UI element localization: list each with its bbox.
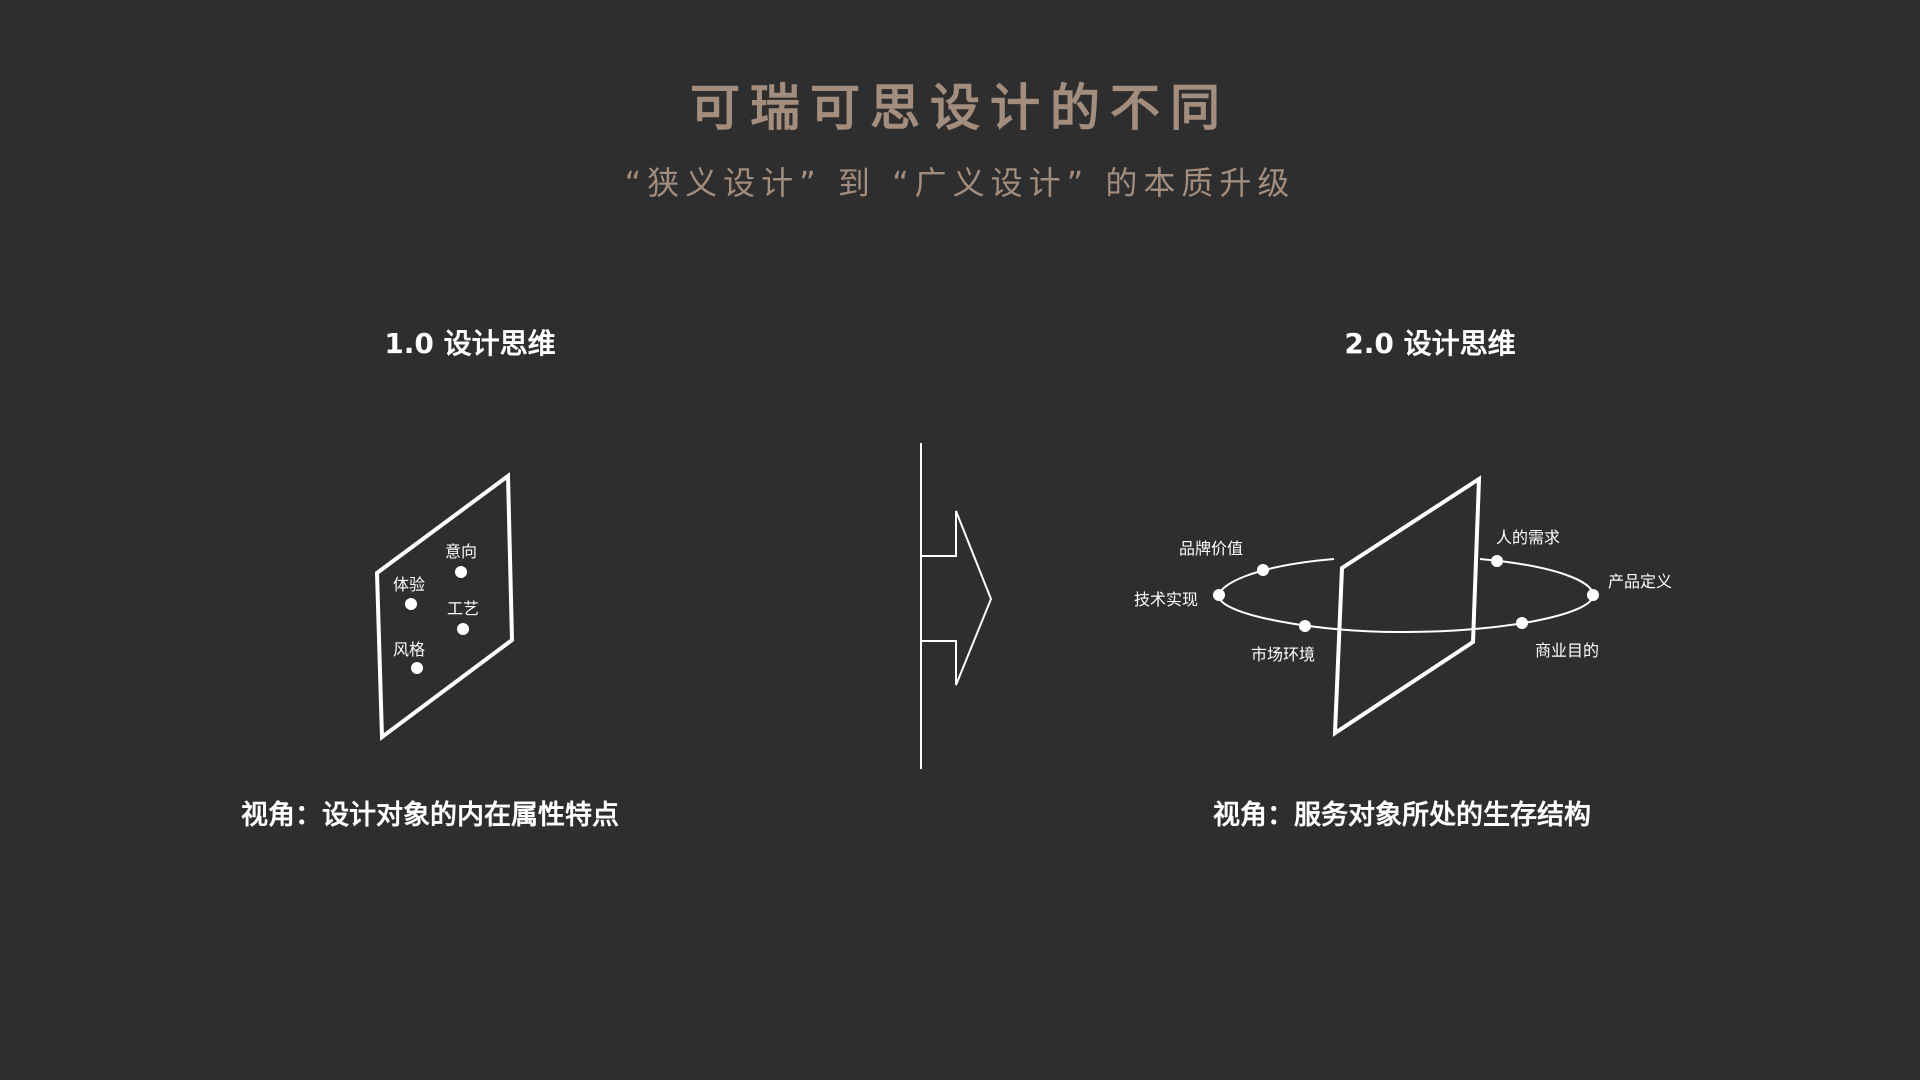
right-point-label-business: 商业目的 bbox=[1535, 641, 1599, 660]
left-point-label-intent: 意向 bbox=[445, 542, 477, 561]
left-point-dot-experience bbox=[405, 598, 417, 610]
left-point-dot-craft bbox=[457, 623, 469, 635]
left-heading: 1.0 设计思维 bbox=[384, 327, 556, 360]
right-point-dot-business bbox=[1516, 617, 1528, 629]
arrow-icon bbox=[921, 510, 993, 686]
right-orbit-front bbox=[1218, 594, 1594, 634]
right-point-dot-market bbox=[1299, 620, 1311, 632]
right-point-label-tech: 技术实现 bbox=[1134, 590, 1198, 609]
right-point-dot-brand-value bbox=[1257, 564, 1269, 576]
right-point-label-product-def: 产品定义 bbox=[1608, 572, 1672, 591]
left-point-label-experience: 体验 bbox=[393, 575, 425, 594]
right-point-dot-human-needs bbox=[1491, 555, 1503, 567]
left-plane-diagram: 意向 体验 工艺 风格 bbox=[374, 472, 515, 741]
right-caption: 视角：服务对象所处的生存结构 bbox=[1213, 800, 1591, 831]
right-plane-shape bbox=[1332, 475, 1482, 737]
right-point-label-market: 市场环境 bbox=[1251, 645, 1315, 664]
right-heading: 2.0 设计思维 bbox=[1344, 327, 1516, 360]
left-point-label-style: 风格 bbox=[393, 640, 425, 659]
left-point-dot-intent bbox=[455, 566, 467, 578]
page-title: 可瑞可思设计的不同 bbox=[690, 79, 1230, 137]
right-point-label-brand-value: 品牌价值 bbox=[1179, 539, 1243, 558]
right-point-dot-product-def bbox=[1587, 589, 1599, 601]
left-caption: 视角：设计对象的内在属性特点 bbox=[241, 800, 619, 831]
right-point-dot-tech bbox=[1213, 589, 1225, 601]
left-point-dot-style bbox=[411, 662, 423, 674]
center-arrow bbox=[920, 443, 993, 769]
left-point-label-craft: 工艺 bbox=[447, 599, 479, 618]
page-subtitle: “狭义设计” 到 “广义设计” 的本质升级 bbox=[624, 164, 1296, 202]
right-plane-diagram: 品牌价值 技术实现 市场环境 人的需求 产品定义 商业目的 bbox=[1134, 475, 1672, 737]
right-orbit-back bbox=[1218, 558, 1335, 597]
right-point-label-human-needs: 人的需求 bbox=[1496, 528, 1560, 547]
left-plane-shape bbox=[374, 472, 515, 741]
